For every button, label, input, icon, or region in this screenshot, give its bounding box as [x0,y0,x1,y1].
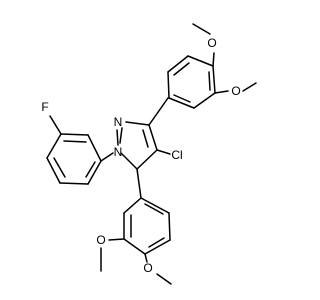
oxygen-lower-bottom-methoxy-label: O [143,261,152,275]
bond-pyrazole-lower-ring [136,168,142,199]
bond-upper-ring-double-1 [173,62,190,76]
bond-lower-ring-6 [140,197,170,214]
nitrogen-n1-label: N [114,145,123,159]
bond-f-ring-2 [60,133,89,136]
bond-pyrazole-double-2 [119,127,123,144]
bond-f-ring-4 [46,157,61,184]
molecule-structure-canvas: O O N N F Cl O O [41,23,257,285]
oxygen-right-methoxy-label: O [231,84,240,98]
bond-upper-ring-3 [212,65,216,94]
nitrogen-n2-label: N [114,115,123,129]
bond-f-ring-5 [59,182,89,185]
bond-lower-o-left [108,238,125,241]
bond-upper-o-top [212,52,215,67]
bond-pyrazole-c4-c5 [136,149,158,170]
bond-pyrazole-c5-n1 [120,152,138,170]
bond-pyrazole-upper-ring [148,97,169,126]
bond-f-ring-fluorine [49,115,62,135]
fluorine-label: F [41,100,48,114]
oxygen-top-methoxy-label: O [207,36,216,50]
bond-f-ring-1 [87,134,102,162]
bond-pyrazole-n1-n2 [116,129,119,146]
atom-labels-layer: O O N N F Cl O O [41,36,240,275]
bond-n1-fluorophenyl [100,152,114,162]
bond-pyrazole-c3-n2 [125,121,150,126]
bond-lower-ring-1 [123,197,142,214]
bond-upper-o-top-methyl [192,23,211,35]
chlorine-label: Cl [171,148,182,162]
bond-upper-ring-double-3 [173,94,191,103]
bond-upper-ring-4 [193,92,216,109]
bond-f-ring-6 [87,160,102,185]
bond-upper-ring-2 [187,55,214,67]
bonds-layer [46,23,257,285]
bond-lower-o-bottom [144,253,148,263]
bond-lower-ring-5 [168,212,171,241]
bond-upper-o-right-methyl [242,82,257,92]
bond-upper-o-right [214,90,229,94]
bond-lower-ring-double-2 [148,237,165,248]
bond-f-ring-double-1 [63,140,87,143]
bond-f-ring-double-3 [85,161,96,178]
oxygen-lower-left-methoxy-label: O [96,233,105,247]
bond-pyrazole-double-1 [142,129,149,148]
bond-lower-ring-double-3 [144,203,164,215]
bond-f-ring-double-2 [53,157,66,178]
bond-f-ring-3 [46,133,62,159]
bond-upper-ring-6 [167,71,170,99]
bond-upper-ring-1 [167,55,189,73]
bond-lower-ring-3 [123,238,146,255]
bond-upper-ring-5 [168,97,195,109]
bond-lower-ring-4 [144,239,171,255]
bond-c4-cl [156,149,171,155]
bond-upper-ring-double-2 [208,71,211,91]
bond-pyrazole-c3-c4 [148,124,158,151]
bond-lower-o-bottom-methyl [156,273,172,285]
